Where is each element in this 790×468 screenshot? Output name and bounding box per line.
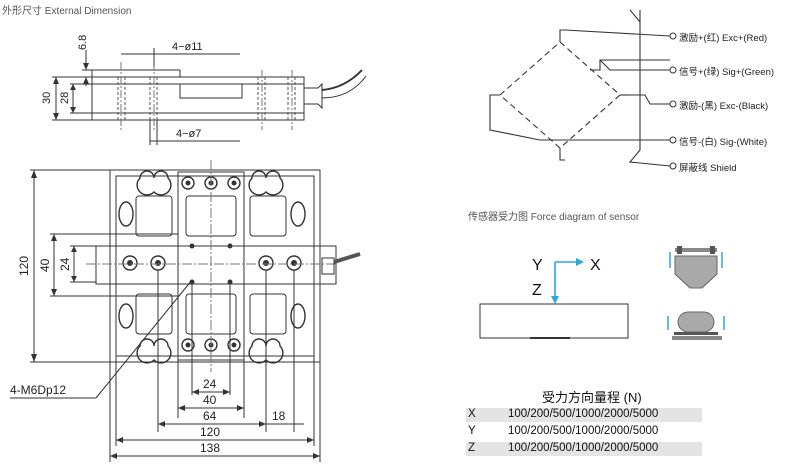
range-row-y: Y 100/200/500/1000/2000/5000 bbox=[466, 425, 702, 439]
hopper-icon bbox=[669, 246, 723, 289]
tank-icon bbox=[667, 311, 725, 340]
dim-hole-11: 4−ø11 bbox=[172, 41, 203, 53]
dim-120-vertical: 120 bbox=[17, 256, 31, 276]
dim-120-horizontal: 120 bbox=[200, 425, 220, 439]
axis-z-label: Z bbox=[532, 282, 542, 299]
axis-y-label: Y bbox=[532, 257, 543, 274]
dim-24-vertical: 24 bbox=[58, 257, 72, 271]
dim-28: 28 bbox=[59, 92, 71, 104]
range-values: 100/200/500/1000/2000/5000 bbox=[508, 408, 659, 420]
bridge-diamond bbox=[499, 41, 621, 149]
terminal-sig-minus bbox=[669, 136, 677, 144]
terminal-sig-plus bbox=[669, 66, 677, 74]
dim-40-vertical: 40 bbox=[38, 258, 52, 272]
side-body bbox=[91, 76, 305, 121]
sensor-bar bbox=[479, 303, 629, 339]
wire-label-sig-minus: 信号-(白) Sig-(White) bbox=[679, 137, 768, 148]
range-axis: X bbox=[468, 408, 476, 420]
range-values: 100/200/500/1000/2000/5000 bbox=[508, 442, 659, 454]
dim-hole-7: 4−ø7 bbox=[176, 128, 201, 140]
force-diagram-title: 传感器受力图 Force diagram of sensor bbox=[468, 212, 640, 223]
axis-x-label: X bbox=[590, 257, 601, 274]
top-view-body bbox=[109, 169, 321, 363]
terminal-exc-plus bbox=[669, 32, 677, 40]
dim-24-horizontal: 24 bbox=[203, 377, 217, 391]
force-diagram: Y X Z bbox=[479, 246, 725, 340]
range-row-x: X 100/200/500/1000/2000/5000 bbox=[466, 408, 702, 422]
dim-18: 18 bbox=[272, 409, 286, 423]
dim-40-horizontal: 40 bbox=[203, 393, 217, 407]
range-axis: Y bbox=[468, 425, 476, 437]
terminal-shield bbox=[669, 162, 677, 170]
wire-label-exc-plus: 激励+(红) Exc+(Red) bbox=[679, 33, 768, 44]
dimension-drawing: 6.8 4−ø11 30 28 4−ø7 120 40 24 4-M6Dp12 … bbox=[10, 35, 367, 462]
range-axis: Z bbox=[468, 442, 476, 454]
range-values: 100/200/500/1000/2000/5000 bbox=[508, 425, 659, 437]
dim-30: 30 bbox=[41, 92, 53, 104]
wire-label-shield: 屏蔽线 Shield bbox=[679, 163, 737, 174]
dim-6-8: 6.8 bbox=[77, 35, 89, 50]
external-dimension-title: 外形尺寸 External Dimension bbox=[2, 6, 132, 17]
range-title: 受力方向量程 (N) bbox=[542, 390, 642, 405]
wiring-diagram bbox=[489, 9, 677, 170]
wire-label-exc-minus: 激励-(黑) Exc-(Black) bbox=[679, 101, 769, 112]
wire-label-sig-plus: 信号+(绿) Sig+(Green) bbox=[679, 67, 775, 78]
terminal-exc-minus bbox=[669, 100, 677, 108]
range-row-z: Z 100/200/500/1000/2000/5000 bbox=[466, 442, 702, 456]
dim-138: 138 bbox=[200, 441, 220, 455]
thread-spec: 4-M6Dp12 bbox=[10, 383, 66, 397]
dim-64: 64 bbox=[203, 409, 217, 423]
